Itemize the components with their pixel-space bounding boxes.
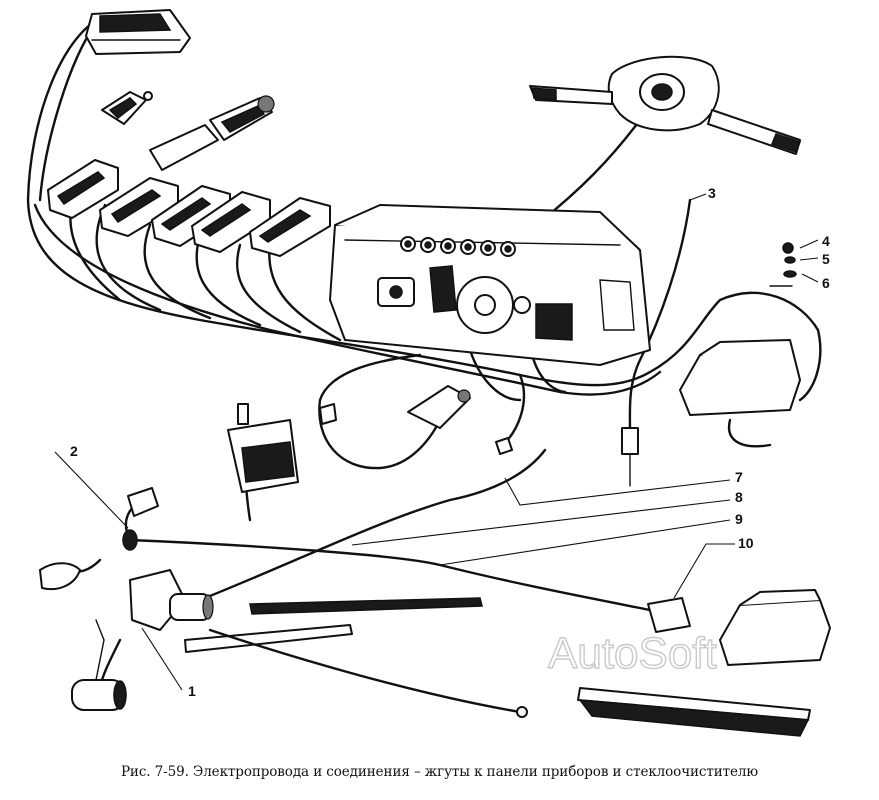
wiper-motor [129,569,214,631]
temperature-sensor [621,427,639,487]
combination-switch [529,55,801,155]
fastener-terminal [769,270,797,287]
callout-2: 2 [70,443,78,459]
callout-6: 6 [822,275,830,291]
callout-3: 3 [708,185,716,201]
ground-strap [495,373,526,455]
wiper-arm-left [184,597,483,653]
grommet-harness [39,529,138,590]
plug-under-panel [319,385,471,429]
callout-7: 7 [735,469,743,485]
connector-top-left [85,9,191,55]
callout-numbers: 1 2 3 4 5 6 7 8 9 10 [70,185,830,699]
wiper-box-right [719,589,831,666]
callout-5: 5 [822,251,830,267]
capacitor [71,619,127,711]
callout-10: 10 [738,535,754,551]
watermark-text: AutoSoft [548,629,717,678]
wiper-blade-right [577,687,811,737]
connector-lighter [149,95,275,171]
fastener-washer [784,256,796,264]
callout-9: 9 [735,511,743,527]
callout-4: 4 [822,233,830,249]
instrument-cluster [329,204,651,366]
connector-10 [647,597,691,633]
wiper-relay [227,403,299,493]
callout-8: 8 [735,489,743,505]
figure-caption: Рис. 7-59. Электропровода и соединения –… [120,764,759,780]
callout-1: 1 [188,683,196,699]
plug-connector-1 [47,159,119,219]
connector-clip-left [127,487,159,517]
relay-box-right [679,339,801,416]
plug-connector-5 [249,197,331,257]
connector-small-top [101,91,153,125]
wiring-harness-diagram: AutoSoft [26,9,831,737]
wiper-linkage [208,628,528,718]
fastener-nut [782,242,794,254]
instrument-panel-harness [26,16,822,470]
callout-leaders [54,193,819,691]
plug-connector-4 [191,191,271,253]
